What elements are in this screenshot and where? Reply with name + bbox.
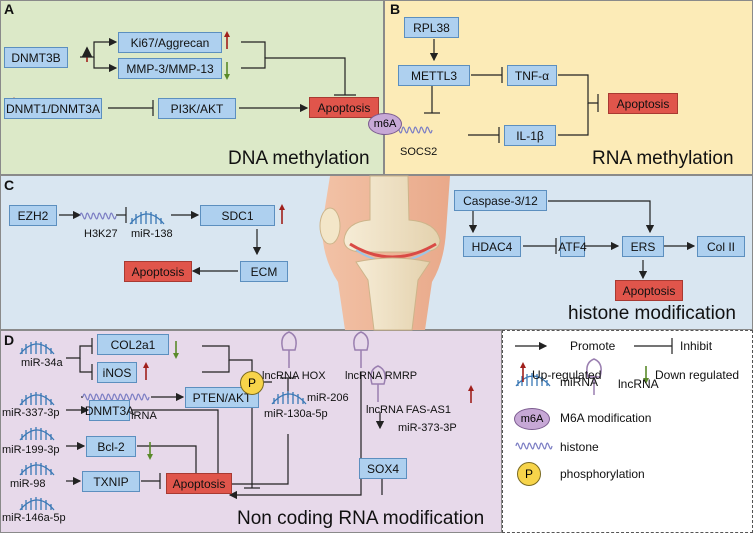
mir-373-label: miR-373-3P — [398, 422, 457, 434]
lncrna-hox-label: lncRNA HOX — [262, 370, 326, 382]
dnmt1-dnmt3a-node: DNMT1/DNMT3A — [4, 98, 102, 119]
panel-d-letter: D — [4, 332, 15, 348]
mir-199-label: miR-199-3p — [2, 444, 60, 456]
mir-130a-label: miR-130a-5p — [264, 408, 328, 420]
legend-lncrna: lncRNA — [618, 377, 659, 391]
txnip-node: TXNIP — [82, 471, 140, 492]
legend-histone: histone — [560, 440, 599, 454]
apoptosis-node-c: Apoptosis — [124, 261, 192, 282]
legend-promote: Promote — [570, 339, 616, 353]
legend-up-regulated: Up-regulated — [532, 368, 602, 382]
sox4-node: SOX4 — [359, 458, 407, 479]
apoptosis-node-b: Apoptosis — [608, 93, 678, 114]
legend-m6a: M6A modification — [560, 411, 652, 425]
histone-icon — [79, 126, 553, 450]
panel-a-title: DNA methylation — [228, 148, 370, 169]
panel-c-letter: C — [4, 177, 15, 193]
panel-b-letter: B — [390, 1, 401, 17]
mir-138-label: miR-138 — [131, 228, 173, 240]
ki67-aggrecan-node: Ki67/Aggrecan — [118, 32, 222, 53]
mir-206-label: miR-206 — [307, 392, 349, 404]
panel-dna-methylation — [0, 0, 384, 175]
lncrna-rmrp-label: lncRNA RMRP — [345, 370, 418, 382]
mmp-node: MMP-3/MMP-13 — [118, 58, 222, 79]
h3k27-label: H3K27 — [84, 228, 118, 240]
mir-34a-label: miR-34a — [21, 357, 63, 369]
dnmt3a-node: DNMT3A — [85, 400, 134, 421]
rpl38-node: RPL38 — [404, 17, 459, 38]
pten-akt-node: PTEN/AKT — [185, 387, 259, 408]
sdc1-node: SDC1 — [200, 205, 275, 226]
mir-98-label: miR-98 — [10, 478, 46, 490]
panel-noncoding-rna — [0, 330, 502, 533]
ers-node: ERS — [622, 236, 664, 257]
panel-b-title: RNA methylation — [592, 148, 734, 169]
dnmt3b-node: DNMT3B — [4, 47, 68, 68]
bcl2-node: Bcl-2 — [86, 436, 136, 457]
ecm-node: ECM — [240, 261, 288, 282]
lncrna-icon — [281, 331, 602, 402]
socs2-label: SOCS2 — [400, 146, 438, 158]
hdac4-node: HDAC4 — [463, 236, 521, 257]
m6a-badge: m6A — [368, 113, 402, 135]
apoptosis-node-c2: Apoptosis — [615, 280, 683, 301]
apoptosis-node-d: Apoptosis — [166, 473, 232, 494]
legend-inhibit: Inhibit — [680, 339, 713, 353]
atf4-node: ATF4 — [558, 236, 587, 257]
apoptosis-node-a: Apoptosis — [309, 97, 379, 118]
ezh2-node: EZH2 — [9, 205, 57, 226]
il-1beta-node: IL-1β — [504, 125, 556, 146]
legend-panel — [502, 330, 753, 533]
panel-d-title: Non coding RNA modification — [237, 508, 485, 529]
col2a1-node: COL2a1 — [97, 334, 169, 355]
caspase-node: Caspase-3/12 — [454, 190, 547, 211]
mirna-icon — [19, 211, 551, 511]
legend-p-icon: P — [517, 462, 541, 486]
legend-m6a-icon: m6A — [514, 408, 550, 430]
lncrna-fas-as1-label: lncRNA FAS-AS1 — [366, 404, 451, 416]
legend-down-regulated: Down regulated — [655, 368, 740, 382]
mettl3-node: METTL3 — [398, 65, 470, 86]
mir-146a-label: miR-146a-5p — [2, 512, 66, 524]
legend-mirna: miRNA — [560, 375, 598, 389]
pi3k-akt-node: PI3K/AKT — [158, 98, 236, 119]
col-ii-node: Col II — [697, 236, 745, 257]
mir-337-label: miR-337-3p — [2, 407, 60, 419]
panel-c-title: histone modification — [568, 303, 736, 324]
inos-node: iNOS — [97, 362, 137, 383]
legend-phosphorylation: phosphorylation — [560, 467, 645, 481]
tnf-alpha-node: TNF-α — [507, 65, 557, 86]
phospho-badge: P — [240, 371, 264, 395]
panel-a-letter: A — [4, 1, 15, 17]
